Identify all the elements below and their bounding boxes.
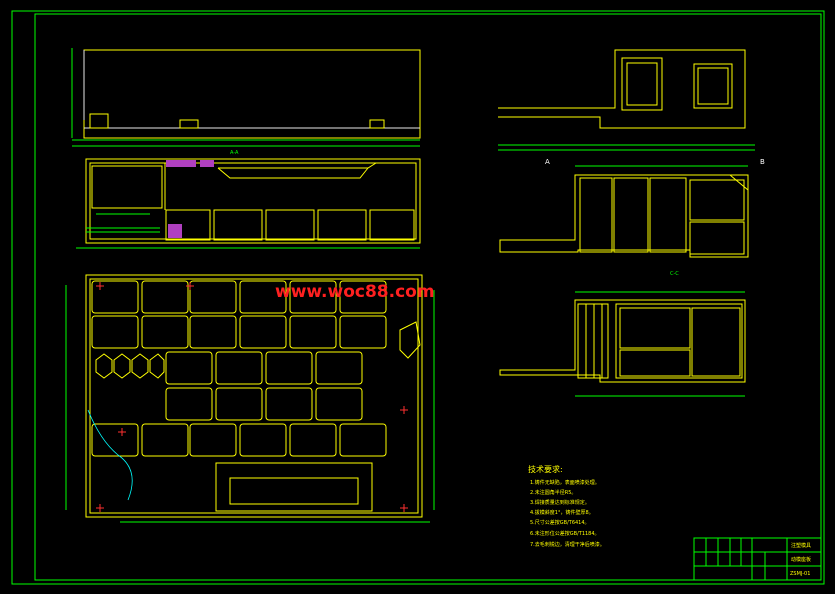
plan-grid-cell [339, 315, 387, 349]
plan-grid-cell [265, 351, 313, 385]
plan-grid-cell [265, 387, 313, 421]
plan-grid-cell [315, 387, 363, 421]
plan-grid-cell [141, 315, 189, 349]
tech-item-3: 3.焊接质量达到标准规定。 [530, 499, 590, 506]
plan-grid-cell [215, 351, 263, 385]
plan-grid-cell [165, 351, 213, 385]
elevation-view [71, 48, 421, 147]
section-label-cc: C-C [670, 271, 679, 277]
plan-grid-cell [239, 280, 287, 314]
plan-grid-cell [141, 423, 189, 457]
section-label-top: A-A [230, 150, 239, 156]
section-label-b: B [760, 158, 765, 166]
plan-grid-cell [289, 423, 337, 457]
plan-grid-cell [141, 280, 189, 314]
title-block: 注塑模具 动模座板 ZSMJ-01 [693, 537, 822, 581]
plan-grid-cell [239, 315, 287, 349]
tech-item-7: 7.去毛刺锐边，清理干净后喷漆。 [530, 541, 605, 548]
title-drawing-no: ZSMJ-01 [790, 571, 810, 577]
outer-frame [11, 10, 825, 585]
plan-grid-cell [339, 280, 387, 314]
plan-grid-cell [91, 423, 139, 457]
plan-grid-cell [189, 423, 237, 457]
tech-item-4: 4.拔模斜度1°，铸件壁厚8。 [530, 509, 594, 516]
plan-grid-cell [289, 315, 337, 349]
title-part-name: 注塑模具 [791, 542, 811, 549]
inner-frame [34, 13, 822, 581]
plan-grid-cell [189, 280, 237, 314]
section-view-middle [76, 158, 421, 249]
tech-requirements: 技术要求: 1.铸件无缺陷，表面喷漆处理。 2.未注圆角半径R5。 3.焊接质量… [528, 464, 605, 548]
hex-pattern [95, 353, 165, 379]
plan-grid-cell [215, 387, 263, 421]
plan-grid-cell [165, 387, 213, 421]
tech-item-1: 1.铸件无缺陷，表面喷漆处理。 [530, 479, 600, 486]
plan-grid-cell [239, 423, 287, 457]
title-drawing-name: 动模座板 [791, 556, 811, 563]
plan-grid-cell [289, 280, 337, 314]
section-label-a: A [545, 158, 550, 166]
tech-item-2: 2.未注圆角半径R5。 [530, 489, 576, 496]
watermark: www.woc88.com [275, 282, 435, 302]
tech-item-6: 6.未注形位公差按GB/T1184。 [530, 530, 600, 537]
tech-item-5: 5.尺寸公差按GB/T6414。 [530, 519, 590, 526]
detail-view-top-right [498, 49, 755, 151]
plan-grid-cell [91, 280, 139, 314]
plan-grid-cell [315, 351, 363, 385]
plan-view [65, 274, 435, 523]
plan-grid-cells [91, 280, 387, 457]
plan-grid-cell [189, 315, 237, 349]
section-view-right-cc [499, 291, 746, 397]
tech-requirements-title: 技术要求: [528, 464, 563, 474]
plan-grid-cell [91, 315, 139, 349]
center-marks [96, 282, 408, 512]
plan-grid-cell [339, 423, 387, 457]
section-view-right-ab [499, 165, 749, 258]
